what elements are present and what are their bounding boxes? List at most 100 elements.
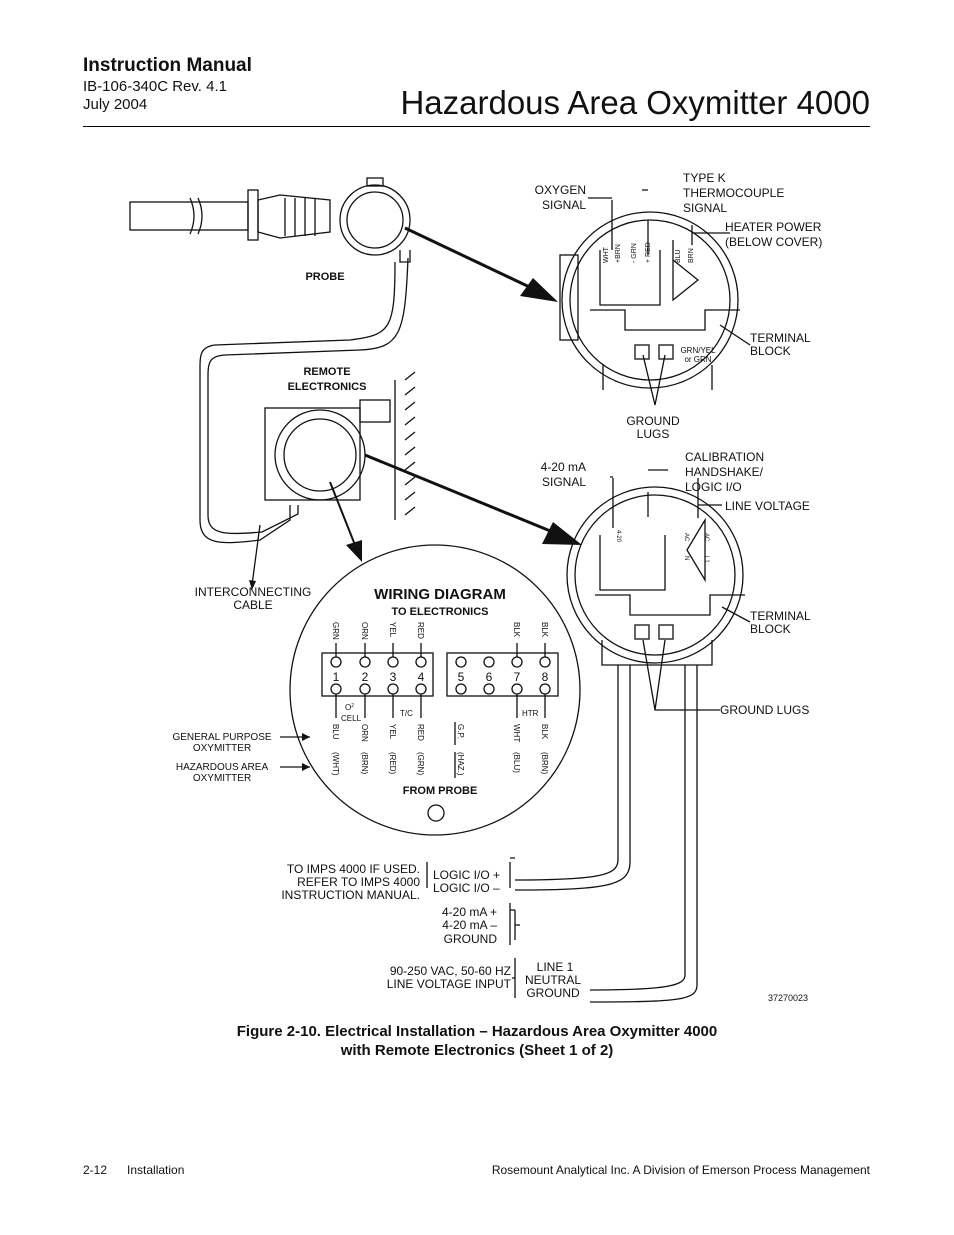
ma-signal-label: 4-20 mA — [541, 460, 586, 474]
remote-label-1: REMOTE — [303, 366, 350, 378]
wire-top-label: ORN — [360, 622, 369, 640]
footer-right: Rosemount Analytical Inc. A Division of … — [491, 1163, 870, 1177]
terminal-block-label-b2: BLOCK — [750, 622, 791, 636]
wire-bottom-label: RED — [416, 724, 425, 741]
remote-label-2: ELECTRONICS — [288, 381, 367, 393]
ma-signal-label-2: SIGNAL — [542, 475, 586, 489]
housing-terminal-label: L1 — [703, 556, 709, 563]
ground-label: GROUND — [526, 986, 580, 1000]
header-rule — [83, 126, 870, 127]
drawing-number: 37270023 — [768, 993, 808, 1003]
wire-bottom-alt-label: (BLU) — [512, 752, 521, 773]
terminal-top — [511, 656, 523, 668]
housing-wire-label: BLU — [675, 249, 682, 263]
interconnecting-cable-label-2: CABLE — [233, 598, 272, 612]
top-terminal-housing — [559, 200, 740, 390]
leader-lines — [251, 189, 751, 998]
terminal-bottom — [455, 683, 467, 695]
type-k-label: TYPE K — [683, 171, 726, 185]
terminal-number: 3 — [390, 670, 397, 684]
figure-caption-2: with Remote Electronics (Sheet 1 of 2) — [340, 1042, 614, 1059]
terminal-number: 1 — [333, 670, 340, 684]
heater-power-label: HEATER POWER — [725, 220, 822, 234]
housing-wire-label: WHT — [603, 246, 610, 263]
terminal-top — [387, 656, 399, 668]
terminal-bottom — [415, 683, 427, 695]
wire-top-label: RED — [416, 622, 425, 639]
oxygen-signal-label-2: SIGNAL — [542, 198, 586, 212]
wire-bottom-label: BLU — [331, 724, 340, 740]
housing-wire-label: +BRN — [615, 244, 622, 263]
terminal-top — [359, 656, 371, 668]
terminal-bottom — [387, 683, 399, 695]
terminal-number: 6 — [486, 670, 493, 684]
type-k-label-2: THERMOCOUPLE — [683, 186, 784, 200]
htr-label: HTR — [522, 709, 539, 718]
logic-io-plus: LOGIC I/O + — [433, 868, 500, 882]
diagram-labels: PROBE REMOTE ELECTRONICS OXYGEN SIGNAL T… — [172, 171, 822, 1003]
wiring-diagram-title: WIRING DIAGRAM — [374, 586, 506, 603]
figure-caption: Figure 2-10. Electrical Installation – H… — [236, 1023, 718, 1040]
wiring-diagram-subtitle: TO ELECTRONICS — [392, 606, 489, 618]
ground-terminal: GROUND — [444, 932, 498, 946]
terminal-bottom — [483, 683, 495, 695]
wire-bottom-alt-label: (BRN) — [360, 752, 369, 775]
terminal-top — [539, 656, 551, 668]
housing-terminal-label: AC — [683, 533, 689, 542]
terminal-block-label: TERMINAL — [750, 331, 811, 345]
wire-bottom-label: G.P. — [456, 724, 465, 739]
probe-label: PROBE — [305, 271, 344, 283]
wire-bottom-alt-label: (WHT) — [331, 752, 340, 776]
wire-top-label: GRN — [331, 622, 340, 640]
terminal-number: 5 — [458, 670, 465, 684]
ground-symbol-icon — [427, 804, 445, 822]
terminal-number: 7 — [514, 670, 521, 684]
general-purpose-label-2: OXYMITTER — [193, 743, 251, 754]
revision: IB-106-340C Rev. 4.1 — [83, 78, 227, 95]
housing-wire-label: - GRN — [631, 243, 638, 263]
general-purpose-label: GENERAL PURPOSE — [172, 732, 271, 743]
ma-plus: 4-20 mA + — [442, 905, 497, 919]
ground-lugs-label: GROUND — [626, 414, 680, 428]
vac-label-2: LINE VOLTAGE INPUT — [387, 977, 512, 991]
pointer-arrows — [329, 226, 582, 562]
wire-bottom-label: ORN — [360, 724, 369, 742]
housing-terminal-label: N — [683, 556, 689, 560]
housing-wire-label: + RED — [645, 242, 652, 263]
terminal-top — [483, 656, 495, 668]
calibration-label: CALIBRATION — [685, 450, 764, 464]
probe-drawing — [129, 177, 411, 544]
cell-label: CELL — [341, 714, 362, 723]
interconnecting-cable-label: INTERCONNECTING — [195, 585, 312, 599]
terminal-bottom — [511, 683, 523, 695]
ground-lugs-label-b: GROUND LUGS — [720, 703, 809, 717]
terminal-number: 8 — [542, 670, 549, 684]
grn-yel-label-2: or GRN — [684, 355, 711, 364]
terminal-top — [415, 656, 427, 668]
wire-bottom-label: WHT — [512, 724, 521, 742]
date: July 2004 — [83, 96, 148, 113]
wire-top-label: BLK — [540, 622, 549, 638]
imps-note-1: TO IMPS 4000 IF USED. — [287, 862, 420, 876]
oxygen-signal-label: OXYGEN — [535, 183, 586, 197]
line1-label: LINE 1 — [537, 960, 574, 974]
wire-top-label: BLK — [512, 622, 521, 638]
grn-yel-label: GRN/YEL — [680, 346, 716, 355]
wire-bottom-label: YEL — [388, 724, 397, 740]
vac-label: 90-250 VAC, 50-60 HZ — [390, 964, 511, 978]
terminal-block-label-b: TERMINAL — [750, 609, 811, 623]
terminal-top — [455, 656, 467, 668]
imps-note-2: REFER TO IMPS 4000 — [297, 875, 420, 889]
wire-bottom-alt-label: (BRN) — [540, 752, 549, 775]
ground-lugs-label-2: LUGS — [637, 427, 670, 441]
remote-electronics-drawing — [264, 371, 416, 520]
o2-label: O2 — [345, 703, 354, 712]
footer-left: 2-12 Installation — [83, 1163, 185, 1177]
wire-bottom-label: BLK — [540, 724, 549, 740]
